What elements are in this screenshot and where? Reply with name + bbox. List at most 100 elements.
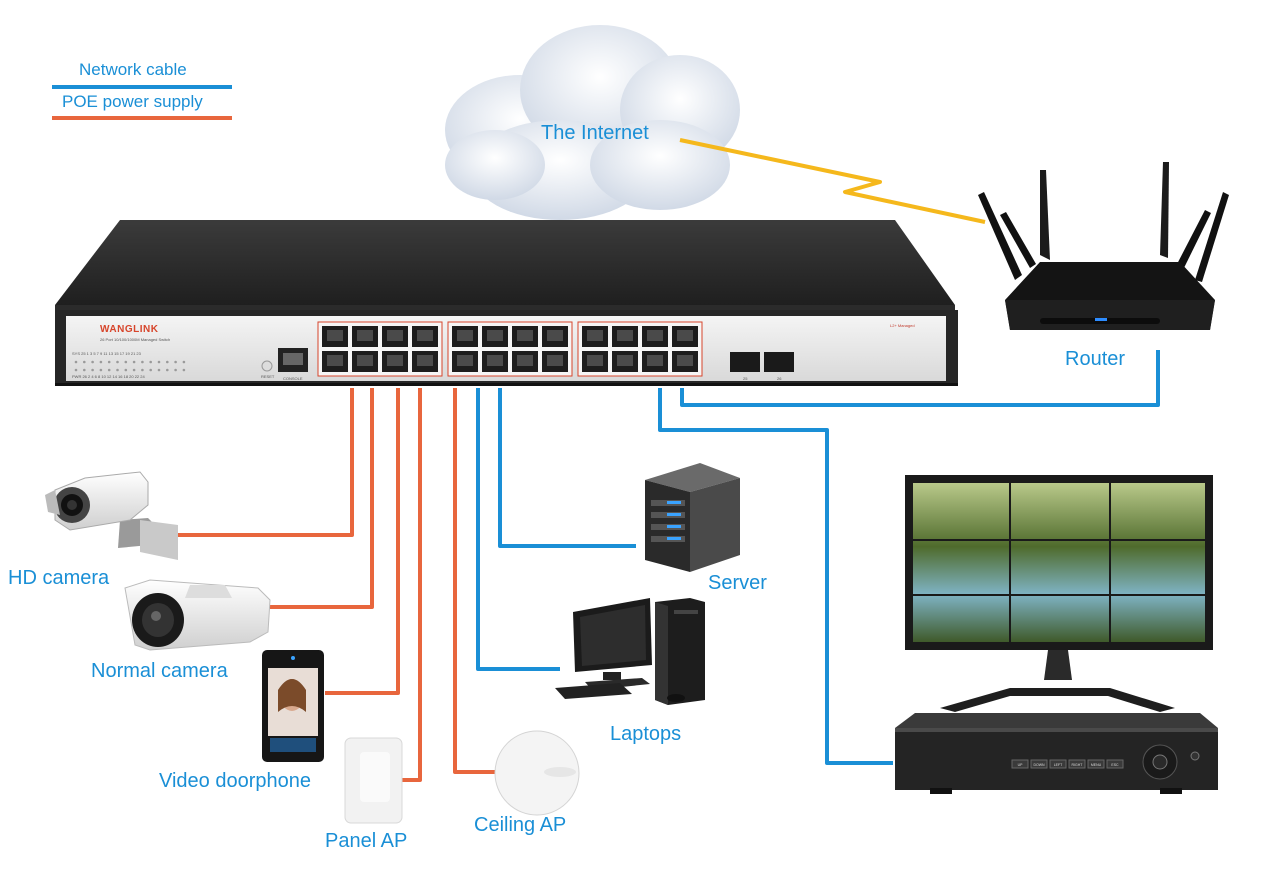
- rj45-port-socket: [417, 330, 433, 341]
- nvr-button: [1011, 759, 1029, 769]
- label-internet: The Internet: [541, 122, 649, 144]
- nvr-button: [1049, 759, 1067, 769]
- rj45-port-socket: [647, 355, 663, 366]
- status-led: [124, 368, 128, 372]
- rj45-port-socket: [587, 330, 603, 341]
- nvr-button-label: MENU: [1091, 763, 1102, 767]
- nvr-button: [1068, 759, 1086, 769]
- status-led: [116, 368, 119, 372]
- sfp-port-26: [764, 352, 794, 372]
- label-router: Router: [1065, 348, 1126, 370]
- nvr-button-label: RIGHT: [1072, 763, 1084, 767]
- label-server: Server: [708, 572, 767, 594]
- status-led: [157, 368, 161, 372]
- network-connections: [476, 350, 1160, 765]
- status-led: [166, 368, 169, 372]
- label-normal-camera: Normal camera: [91, 660, 228, 682]
- net-line-router: [680, 350, 1160, 407]
- sfp-25-label: 25: [743, 376, 748, 381]
- status-led: [99, 368, 103, 372]
- reset-button: [261, 360, 273, 372]
- switch-brand: WANGLINK: [100, 324, 159, 335]
- nvr-button-label: DOWN: [1033, 763, 1045, 767]
- label-video-doorphone: Video doorphone: [159, 770, 311, 792]
- switch-badge: L2+ Managed: [890, 323, 915, 328]
- led-row-2-labels: PWR 26 2 4 6 8 10 12 14 16 18 20 22 24: [72, 374, 145, 379]
- nvr-button: [1087, 759, 1105, 769]
- sfp-26-label: 26: [777, 376, 782, 381]
- rj45-port-socket: [617, 330, 633, 341]
- poe-line-normal-camera: [270, 388, 374, 609]
- network-switch: [55, 220, 958, 386]
- normal-camera-device: [124, 579, 271, 651]
- nvr-button: [1106, 759, 1124, 769]
- router-device: [978, 162, 1229, 330]
- nvr-button-label: LEFT: [1054, 763, 1063, 767]
- poe-connections: [178, 388, 497, 782]
- rj45-port-socket: [647, 330, 663, 341]
- status-led: [107, 368, 111, 372]
- rj45-port-socket: [457, 330, 473, 341]
- nvr-button-label: ESC: [1111, 763, 1119, 767]
- rj45-port-socket: [457, 355, 473, 366]
- rj45-port-socket: [547, 355, 563, 366]
- internet-cloud: [445, 25, 740, 220]
- label-hd-camera: HD camera: [8, 567, 110, 589]
- server-device: [645, 463, 740, 572]
- status-led: [107, 360, 111, 364]
- monitor-device: [905, 475, 1213, 712]
- switch-model: 26 Port 10/100/1000M Managed Switch: [100, 337, 171, 342]
- legend-poe-label: POE power supply: [62, 92, 203, 111]
- label-laptops: Laptops: [610, 723, 682, 745]
- status-led: [141, 368, 144, 372]
- status-led: [91, 360, 94, 364]
- status-led: [74, 360, 78, 364]
- status-led: [132, 360, 136, 364]
- rj45-port-socket: [387, 330, 403, 341]
- nvr-device: UPDOWNLEFTRIGHTMENUESCOK: [895, 713, 1218, 794]
- rj45-port-socket: [487, 330, 503, 341]
- status-led: [116, 360, 119, 364]
- legend-network-cable-label: Network cable: [79, 60, 187, 79]
- panel-ap-device: [344, 737, 403, 824]
- rj45-port-socket: [677, 355, 693, 366]
- rj45-port-socket: [417, 355, 433, 366]
- status-led: [91, 368, 94, 372]
- sfp-port-25: [730, 352, 760, 372]
- laptops-device: [555, 598, 705, 705]
- nvr-button: [1030, 759, 1048, 769]
- poe-line-panel-ap: [402, 388, 422, 782]
- rj45-port-socket: [327, 330, 343, 341]
- status-led: [74, 368, 78, 372]
- status-led: [182, 360, 186, 364]
- rj45-port-socket: [357, 355, 373, 366]
- label-panel-ap: Panel AP: [325, 830, 408, 852]
- rj45-port-socket: [517, 330, 533, 341]
- rj45-port-socket: [517, 355, 533, 366]
- poe-line-hd-camera: [178, 388, 354, 537]
- legend-network-cable-swatch: [52, 85, 232, 89]
- video-doorphone-device: [262, 650, 324, 762]
- rj45-port-socket: [617, 355, 633, 366]
- status-led: [149, 360, 152, 364]
- status-led: [132, 368, 136, 372]
- legend-poe-swatch: [52, 116, 232, 120]
- console-label: CONSOLE: [283, 376, 303, 381]
- hd-camera-device: [45, 471, 178, 560]
- status-led: [124, 360, 128, 364]
- status-led: [174, 368, 177, 372]
- status-led: [83, 368, 86, 372]
- rj45-port-socket: [587, 355, 603, 366]
- rj45-port-socket: [327, 355, 343, 366]
- status-led: [182, 368, 186, 372]
- status-led: [149, 368, 152, 372]
- net-line-nvr: [658, 388, 893, 765]
- net-line-server: [498, 388, 636, 548]
- led-row-1-labels: SYS 25 1 3 5 7 9 11 13 15 17 19 21 23: [72, 351, 141, 356]
- status-led: [157, 360, 161, 364]
- rj45-port-socket: [487, 355, 503, 366]
- label-ceiling-ap: Ceiling AP: [474, 814, 567, 836]
- ceiling-ap-device: [494, 730, 580, 816]
- nvr-button-label: UP: [1018, 763, 1024, 767]
